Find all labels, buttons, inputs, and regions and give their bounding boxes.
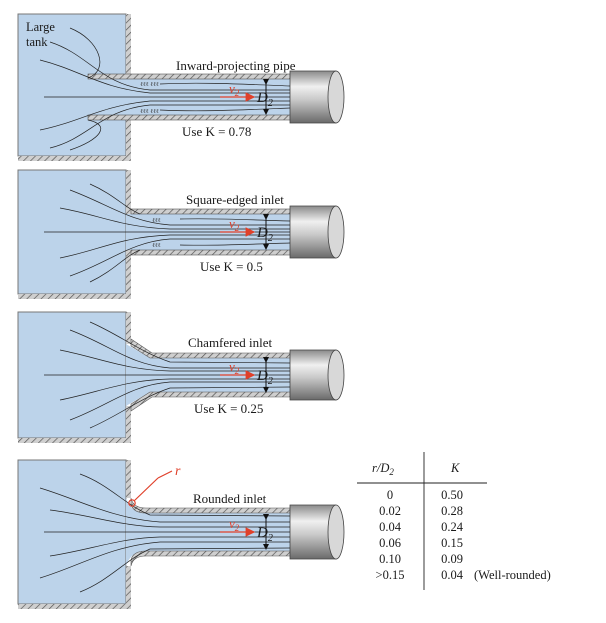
panel-title: Square-edged inlet: [186, 192, 284, 207]
svg-text:ℓℓℓ ℓℓℓ: ℓℓℓ ℓℓℓ: [140, 82, 159, 88]
table-cell-rd: 0.04: [379, 520, 402, 534]
pipe-wall-top: [87, 73, 291, 80]
rd-k-table: r/D2 K 0 0.50 0.02 0.28 0.04 0.24 0.06 0…: [357, 452, 551, 590]
table-cell-k: 0.09: [441, 552, 463, 566]
tank-wall-lower: [126, 406, 131, 438]
pipe-wall-bottom: [130, 249, 291, 256]
table-cell-k: 0.15: [441, 536, 463, 550]
panel-title: Inward-projecting pipe: [176, 58, 296, 73]
tank-floor: [18, 604, 131, 609]
table-cell-rd: 0.02: [379, 504, 401, 518]
table-cell-k: 0.04: [441, 568, 464, 582]
pipe-end: [327, 205, 345, 259]
table-cell-k: 0.24: [441, 520, 464, 534]
tank-wall-upper: [126, 460, 131, 498]
use-k-text: Use K = 0.5: [200, 259, 263, 274]
svg-text:ℓℓℓ: ℓℓℓ: [152, 243, 161, 249]
panel-inward-projecting: ℓℓℓ ℓℓℓ ℓℓℓ ℓℓℓ v2 D2 Large tank Inward-…: [17, 13, 345, 161]
diameter-label: D2: [256, 525, 273, 544]
velocity-label: v2: [229, 359, 240, 376]
tank-floor: [18, 294, 131, 299]
tank-wall-lower: [126, 250, 131, 294]
table-cell-k: 0.28: [441, 504, 463, 518]
panel-title: Rounded inlet: [193, 491, 267, 506]
radius-leader-1: [133, 477, 159, 502]
velocity-label: v2: [229, 216, 240, 233]
table-note-well-rounded: (Well-rounded): [474, 568, 551, 582]
panel-square-edged: ℓℓℓ ℓℓℓ v2 D2 Square-edged inlet Use K =…: [17, 169, 345, 299]
panel-chamfered: v2 D2 Chamfered inlet Use K = 0.25: [17, 311, 345, 443]
panel-rounded: r v2 D2 Rounded inlet: [17, 459, 345, 609]
tank-wall-upper: [126, 312, 131, 344]
tank-wall-lower: [126, 566, 131, 604]
svg-text:ℓℓℓ: ℓℓℓ: [152, 218, 161, 224]
streamlines: [44, 183, 291, 283]
table-cell-rd: >0.15: [376, 568, 405, 582]
radius-marker: [128, 499, 136, 507]
svg-text:ℓℓℓ ℓℓℓ: ℓℓℓ ℓℓℓ: [140, 109, 159, 115]
use-k-text: Use K = 0.25: [194, 401, 263, 416]
table-header-rd: r/D2: [372, 461, 394, 477]
diameter-label: D2: [256, 368, 273, 387]
velocity-label: v2: [229, 516, 240, 533]
tank-floor: [18, 156, 126, 161]
tank-label-line2: tank: [26, 35, 48, 49]
radius-leader-2: [157, 470, 173, 479]
use-k-text: Use K = 0.78: [182, 124, 251, 139]
diameter-label: D2: [256, 90, 273, 109]
table-cell-rd: 0.06: [379, 536, 401, 550]
pipe-end: [327, 349, 345, 401]
tank-floor: [18, 438, 131, 443]
pipe-wall-bottom: [87, 114, 291, 121]
radius-label: r: [175, 464, 181, 479]
rounded-wall-bottom: [130, 550, 291, 567]
tank-label-line1: Large: [26, 20, 55, 34]
pipe-wall-top: [130, 208, 291, 215]
table-header-k: K: [450, 461, 460, 475]
panel-title: Chamfered inlet: [188, 335, 272, 350]
tank-wall-upper: [126, 170, 131, 214]
table-cell-rd: 0: [387, 488, 393, 502]
velocity-label: v2: [229, 81, 240, 98]
pipe-end: [327, 504, 345, 560]
table-cell-rd: 0.10: [379, 552, 401, 566]
pipe-end: [327, 70, 345, 124]
table-cell-k: 0.50: [441, 488, 463, 502]
diameter-label: D2: [256, 225, 273, 244]
